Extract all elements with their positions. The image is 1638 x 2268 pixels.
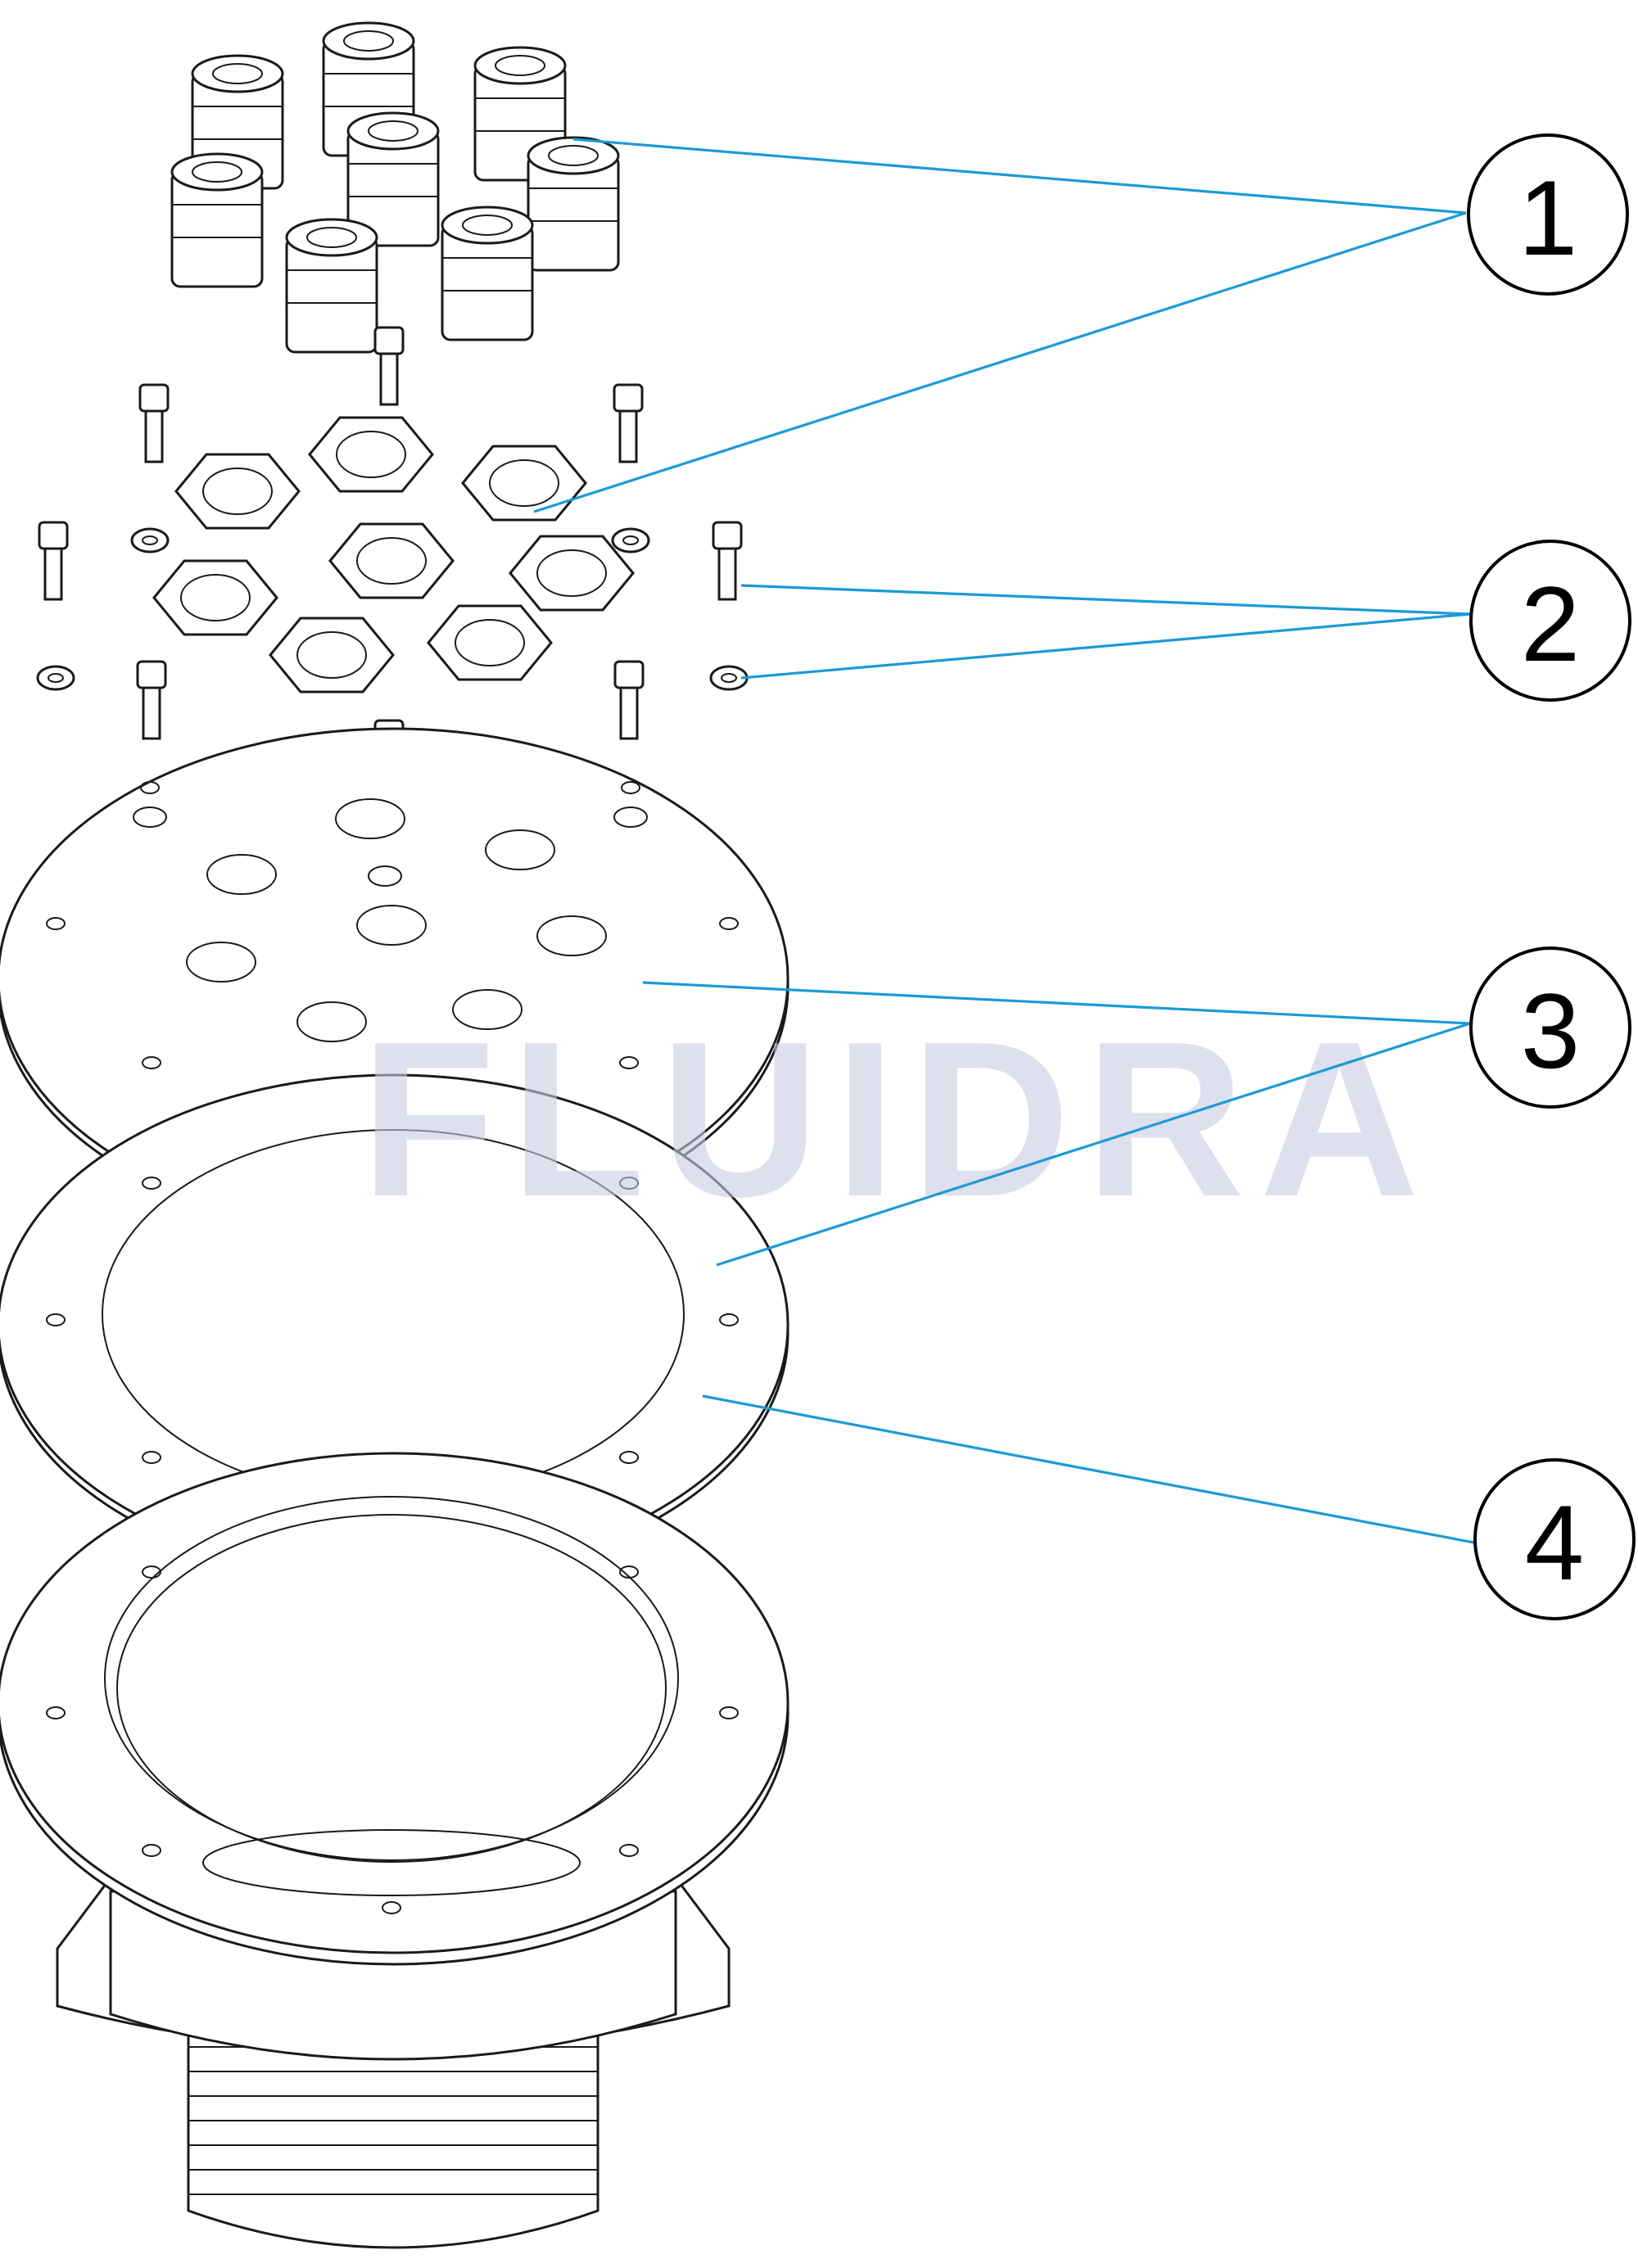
hex-nut (461, 445, 587, 522)
leader-line-2b (740, 612, 1471, 680)
cable-gland (285, 218, 378, 354)
leader-line-1a (572, 138, 1467, 215)
screw (613, 660, 645, 740)
screw (136, 660, 167, 740)
leader-line-2a (740, 584, 1471, 616)
callout-3: 3 (1469, 947, 1631, 1109)
hex-nut (509, 535, 635, 612)
hex-nut (152, 559, 278, 636)
callout-3-number: 3 (1521, 971, 1580, 1091)
screw (613, 383, 644, 463)
callout-4: 4 (1473, 1458, 1636, 1620)
washer (130, 527, 170, 553)
leader-line-4 (702, 1394, 1479, 1545)
leader-lines (533, 138, 1479, 1545)
cable-gland (527, 136, 620, 272)
hex-nut (269, 617, 395, 694)
cable-gland (441, 206, 534, 341)
cable-glands (170, 21, 620, 354)
hex-nut (427, 604, 553, 681)
leader-line-1b (533, 211, 1467, 513)
screw (373, 326, 405, 406)
callout-1-number: 1 (1518, 158, 1577, 278)
callout-2: 2 (1469, 540, 1631, 702)
hex-nut (328, 522, 455, 599)
screw (712, 521, 743, 601)
callout-2-number: 2 (1521, 564, 1580, 684)
screw (38, 521, 69, 601)
screw (138, 383, 170, 463)
cable-gland (346, 111, 440, 247)
washer (36, 665, 75, 691)
hex-nuts (152, 416, 635, 694)
watermark-text: FLUIDRA (360, 996, 1434, 1243)
hex-nut (174, 453, 301, 530)
leader-line-3a (642, 981, 1471, 1025)
callout-1: 1 (1467, 133, 1629, 296)
leader-line-3b (716, 1022, 1471, 1267)
niche-body (0, 1452, 790, 2249)
hex-nut (308, 416, 434, 493)
cable-gland (170, 152, 264, 288)
washer (611, 527, 650, 553)
gasket-ring (0, 1073, 790, 1584)
callout-4-number: 4 (1525, 1483, 1584, 1602)
